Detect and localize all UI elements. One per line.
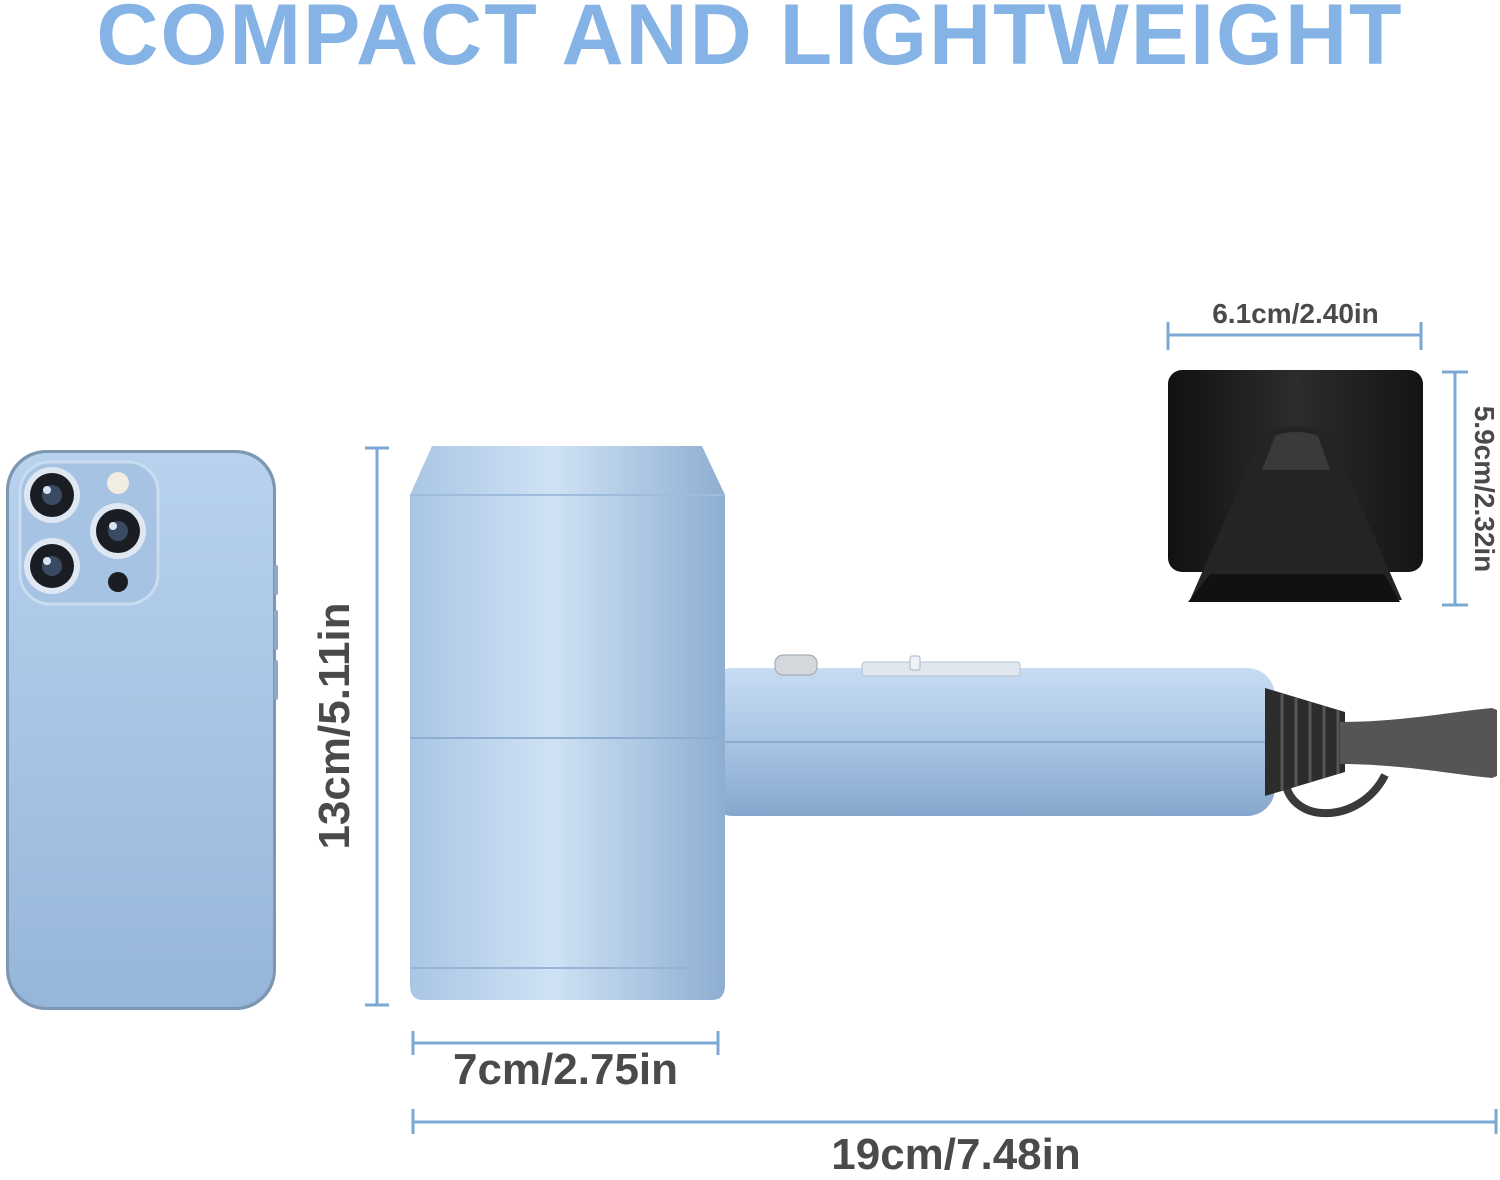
nozzle-width-label: 6.1cm/2.40in xyxy=(1212,298,1379,329)
speed-slider xyxy=(861,661,1021,677)
nozzle-height-label: 5.9cm/2.32in xyxy=(1469,405,1500,573)
head-width-label: 7cm/2.75in xyxy=(452,1045,679,1094)
cord-plug-end xyxy=(1340,708,1497,778)
camera-lens-icon xyxy=(24,538,80,594)
total-length-label: 19cm/7.48in xyxy=(831,1130,1081,1179)
nozzle-width-dimension-line xyxy=(1166,322,1423,350)
dryer-height-dimension-line xyxy=(365,446,389,1007)
head-width-dimension-line xyxy=(411,1031,720,1055)
cord-strain-relief xyxy=(1265,688,1345,796)
phone xyxy=(6,450,278,1010)
total-length-dimension-line xyxy=(411,1109,1498,1134)
flash-icon xyxy=(107,472,129,494)
dryer-head xyxy=(410,446,725,1000)
dryer-height-label: 13cm/5.11in xyxy=(310,602,359,850)
headline: COMPACT AND LIGHTWEIGHT xyxy=(96,0,1404,83)
hair-dryer xyxy=(410,446,1497,1000)
concentrator-nozzle xyxy=(1168,370,1423,602)
cord-loop xyxy=(1281,773,1389,818)
camera-lens-icon xyxy=(90,503,146,559)
nozzle-height-dimension-line xyxy=(1442,370,1468,607)
lidar-sensor-icon xyxy=(108,572,128,592)
power-button xyxy=(774,654,818,676)
camera-lens-icon xyxy=(24,467,80,523)
